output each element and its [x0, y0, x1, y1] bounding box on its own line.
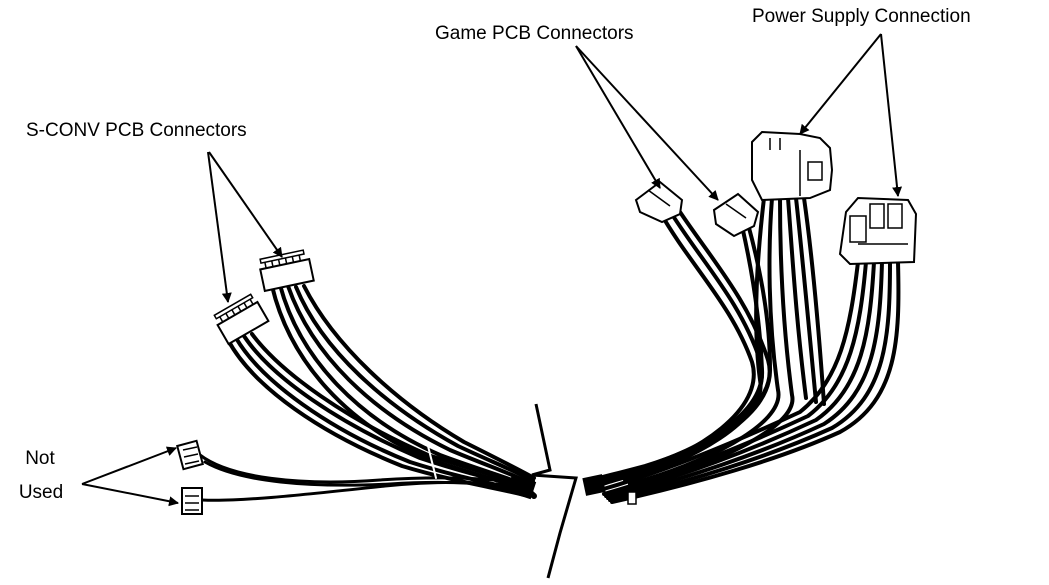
arrow-notused-2	[81, 483, 179, 507]
not-used-label-line2: Used	[18, 482, 64, 503]
right-harness-wires	[582, 196, 901, 505]
arrow-game-1	[575, 45, 661, 189]
break-symbol	[531, 403, 578, 579]
arrow-power-1	[799, 33, 882, 135]
sconv-connector-1	[259, 249, 315, 293]
sconv-connector-2	[213, 293, 270, 346]
arrow-power-2	[880, 33, 903, 197]
game-connector-2	[712, 192, 760, 238]
unused-connector-1	[176, 439, 204, 471]
power-connector-2	[838, 196, 918, 266]
arrow-sconv-1	[208, 151, 283, 258]
not-used-label-line1: Not	[25, 448, 55, 469]
arrow-notused-1	[81, 446, 177, 485]
power-connector-1	[751, 130, 834, 202]
sconv-pcb-label: S-CONV PCB Connectors	[26, 120, 247, 141]
left-harness-wires	[198, 283, 537, 502]
arrow-sconv-2	[207, 151, 232, 303]
power-supply-label: Power Supply Connection	[752, 6, 971, 27]
game-pcb-label: Game PCB Connectors	[435, 23, 634, 44]
callout-arrows	[81, 33, 903, 507]
unused-connector-2	[181, 487, 203, 515]
arrow-game-2	[575, 45, 719, 201]
